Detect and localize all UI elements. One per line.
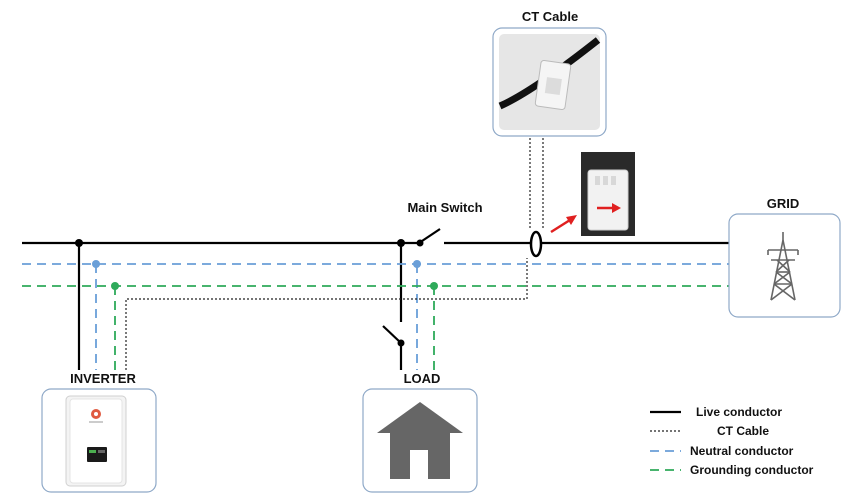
inverter-icon [65,395,127,487]
neutral-conductor-lines [22,263,730,370]
ground-junction-load [430,282,438,290]
live-junction-load [397,239,405,247]
legend-item-neutral: Neutral conductor [650,444,794,458]
ct-cable-lines [125,138,544,370]
ct-cable-label: CT Cable [522,9,578,24]
ground-junction-inverter [111,282,119,290]
live-junction-inverter [75,239,83,247]
legend: Live conductor CT Cable Neutral conducto… [650,405,814,477]
legend-item-ground: Grounding conductor [650,463,814,477]
grid-box [728,213,841,318]
load-switch-pivot-dot [397,339,405,347]
load-switch-blade [382,325,402,344]
neutral-junction-load [413,260,421,268]
ct-clamp-ring [529,230,543,258]
inverter-label: INVERTER [70,371,136,386]
switch-pivot-dot [416,239,424,247]
svg-text:Grounding conductor: Grounding conductor [690,463,814,477]
grid-label: GRID [767,196,800,211]
legend-item-live: Live conductor [650,405,782,419]
neutral-junction-inverter [92,260,100,268]
load-label: LOAD [404,371,441,386]
live-conductor-lines [22,241,730,370]
ct-clamp-closeup-photo [581,152,635,236]
transmission-tower-icon [767,232,799,301]
svg-text:Live conductor: Live conductor [696,405,782,419]
main-switch-label: Main Switch [407,200,482,215]
svg-text:Neutral conductor: Neutral conductor [690,444,794,458]
legend-item-ct-cable: CT Cable [650,424,769,438]
house-icon [377,402,463,479]
ct-clamp-photo [492,27,607,137]
svg-text:CT Cable: CT Cable [717,424,769,438]
ground-conductor-lines [22,285,730,370]
direction-arrow-icon [550,215,577,234]
